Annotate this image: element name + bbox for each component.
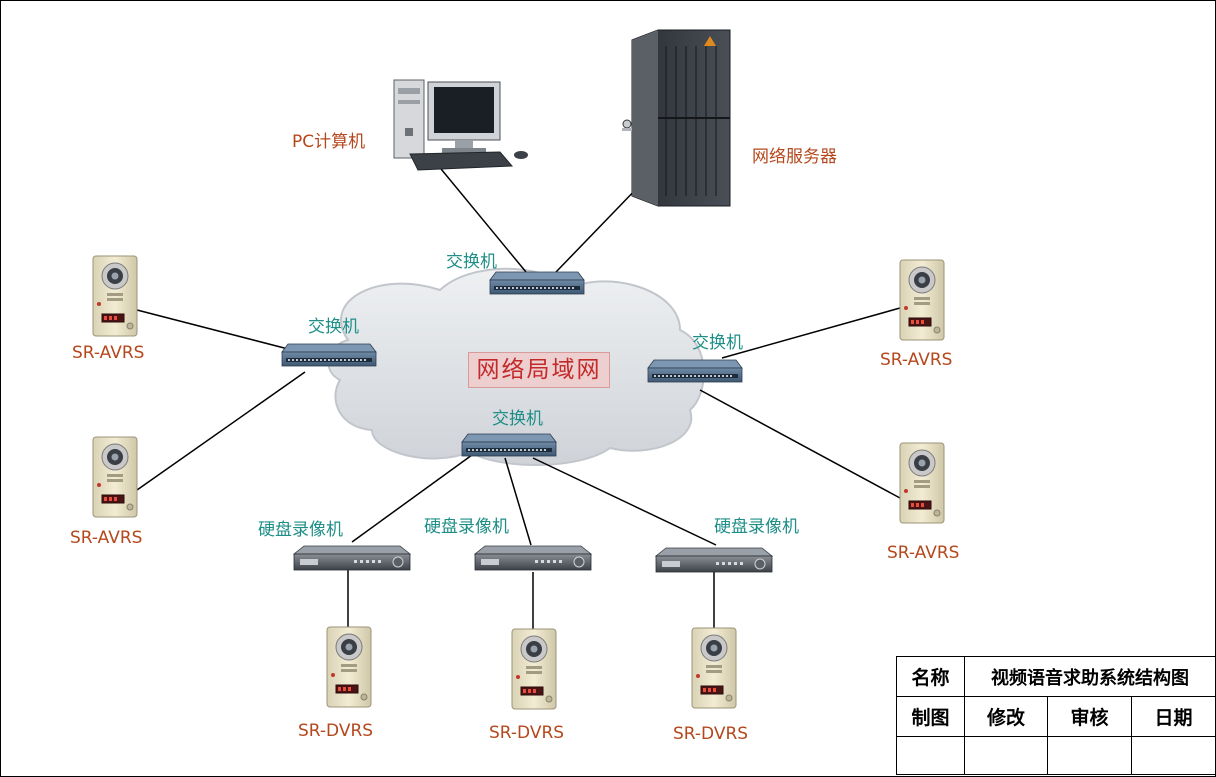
network-switch-icon <box>281 343 377 367</box>
sr-avrs-label: SR-AVRS <box>72 343 145 363</box>
network-switch-icon <box>489 271 585 295</box>
intercom-panel-icon <box>92 436 138 518</box>
title-block-drawn-label: 制图 <box>896 696 965 737</box>
tower-server-icon <box>622 29 731 207</box>
sr-dvrs-label: SR-DVRS <box>673 724 749 744</box>
sr-avrs-label: SR-AVRS <box>70 528 143 548</box>
title-block-review-value <box>1047 736 1132 775</box>
server-label: 网络服务器 <box>752 147 837 167</box>
pc-label: PC计算机 <box>292 132 366 152</box>
title-block-drawn-value <box>896 736 965 775</box>
network-switch-icon <box>647 359 743 383</box>
sr-avrs-label: SR-AVRS <box>880 350 953 370</box>
desktop-computer-icon <box>393 79 528 171</box>
title-block-date-label: 日期 <box>1130 696 1216 737</box>
dvr-recorder-icon <box>293 545 411 571</box>
sr-avrs-label: SR-AVRS <box>887 543 960 563</box>
lan-label: 网络局域网 <box>468 352 610 388</box>
intercom-panel-icon <box>899 442 945 524</box>
intercom-panel-icon <box>511 628 557 710</box>
sr-dvrs-label: SR-DVRS <box>298 721 374 741</box>
sr-dvrs-label: SR-DVRS <box>489 723 565 743</box>
dvr-recorder-icon <box>474 545 592 571</box>
title-block-revise-label: 修改 <box>964 696 1048 737</box>
intercom-panel-icon <box>326 626 372 708</box>
intercom-panel-icon <box>691 627 737 709</box>
dvr-label: 硬盘录像机 <box>258 520 343 540</box>
dvr-recorder-icon <box>655 547 773 573</box>
title-block: 名称 视频语音求助系统结构图 制图 修改 审核 日期 <box>896 656 1216 775</box>
switch-label: 交换机 <box>446 252 497 272</box>
intercom-panel-icon <box>92 255 138 337</box>
intercom-panel-icon <box>899 259 945 341</box>
title-block-name-label: 名称 <box>896 656 965 697</box>
dvr-label: 硬盘录像机 <box>714 517 799 537</box>
dvr-label: 硬盘录像机 <box>424 517 509 537</box>
switch-label: 交换机 <box>308 317 359 337</box>
title-block-revise-value <box>964 736 1048 775</box>
network-switch-icon <box>461 433 557 457</box>
title-block-review-label: 审核 <box>1047 696 1132 737</box>
title-block-date-value <box>1130 736 1216 775</box>
switch-label: 交换机 <box>692 333 743 353</box>
title-block-name-value: 视频语音求助系统结构图 <box>963 656 1216 697</box>
connection-lines <box>136 157 901 630</box>
switch-label: 交换机 <box>492 409 543 429</box>
